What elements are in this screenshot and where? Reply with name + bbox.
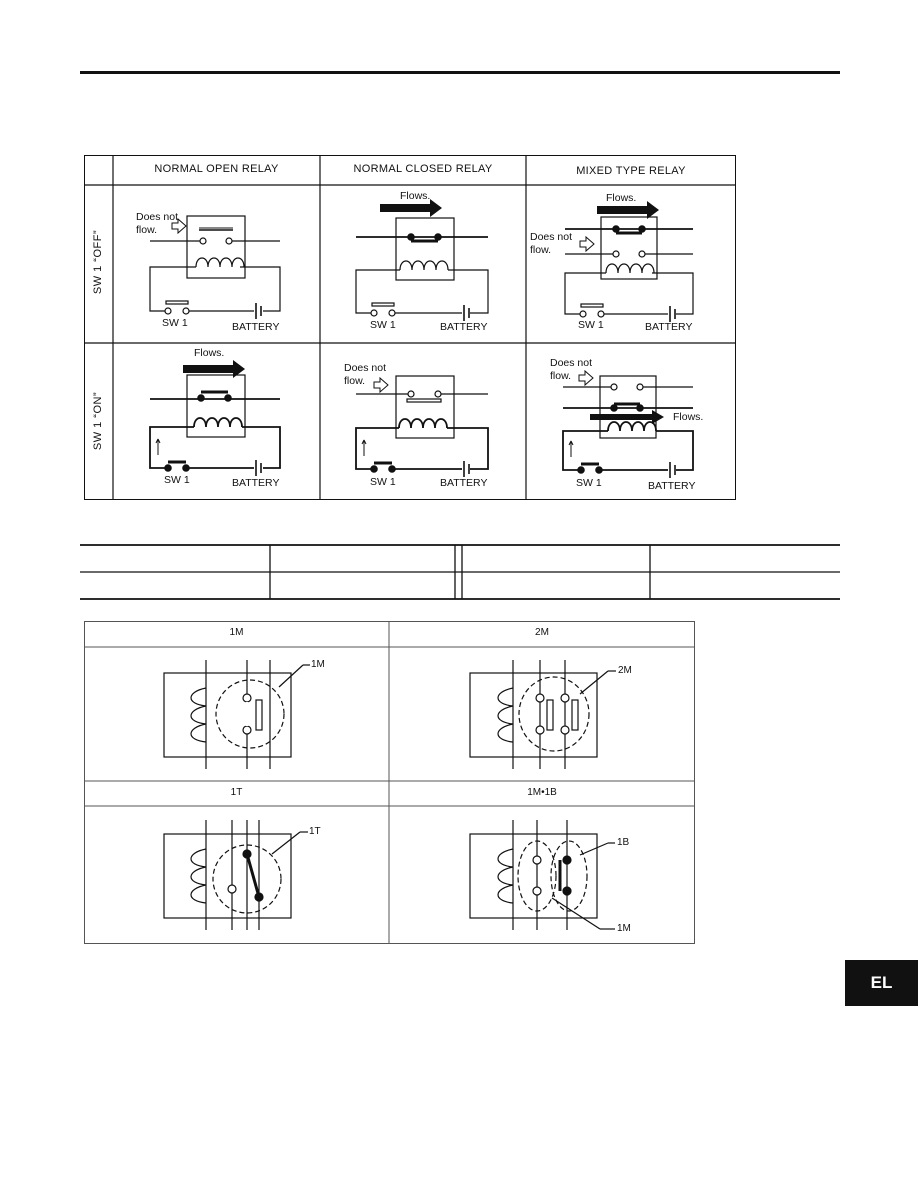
label-sw1: SW 1 (370, 476, 396, 488)
label-battery: BATTERY (648, 480, 696, 492)
callout-2m: 2M (618, 665, 632, 676)
label-flows: Flows. (606, 192, 637, 204)
label-flow: flow. (344, 375, 366, 387)
header-1m: 1M (229, 627, 244, 638)
label-sw1: SW 1 (162, 317, 188, 329)
label-battery: BATTERY (232, 321, 280, 333)
contact-type-table (84, 621, 695, 944)
label-flows: Flows. (400, 190, 431, 202)
label-does-not: Does not (530, 231, 573, 243)
blank-spec-table (80, 544, 840, 600)
label-flow: flow. (550, 370, 572, 382)
label-flows: Flows. (194, 347, 225, 359)
label-sw1: SW 1 (164, 474, 190, 486)
row-label-off: SW 1 “OFF” (92, 229, 104, 295)
header-normal-closed: NORMAL CLOSED RELAY (353, 163, 493, 175)
header-1t: 1T (230, 787, 243, 798)
row-label-on: SW 1 “ON” (92, 391, 104, 451)
contact-1m-1b (469, 820, 615, 930)
callout-1b: 1B (617, 837, 630, 848)
contact-2m (469, 660, 616, 769)
header-1m-1b: 1M•1B (527, 787, 557, 798)
nc-relay-on (355, 375, 489, 477)
label-sw1: SW 1 (370, 319, 396, 331)
label-sw1: SW 1 (576, 477, 602, 489)
callout-1t: 1T (309, 826, 321, 837)
top-rule (80, 71, 840, 74)
label-battery: BATTERY (232, 477, 280, 489)
label-flow: flow. (530, 244, 552, 256)
label-does-not: Does not (550, 357, 593, 369)
label-battery: BATTERY (440, 477, 488, 489)
header-2m: 2M (535, 627, 549, 638)
label-does-not: Does not (136, 211, 179, 223)
label-flow: flow. (136, 224, 158, 236)
label-battery: BATTERY (440, 321, 488, 333)
label-battery: BATTERY (645, 321, 693, 333)
nc-relay-off (355, 199, 489, 321)
callout-1m-lower: 1M (617, 923, 631, 934)
header-mixed-type: MIXED TYPE RELAY (576, 165, 686, 177)
no-relay-on (149, 360, 281, 476)
relay-operation-table (84, 155, 736, 500)
section-tab-el[interactable]: EL (845, 960, 918, 1006)
no-relay-off (149, 215, 281, 319)
label-flows: Flows. (673, 411, 704, 423)
header-normal-open: NORMAL OPEN RELAY (154, 163, 279, 175)
contact-1t (163, 820, 308, 930)
label-sw1: SW 1 (578, 319, 604, 331)
mixed-relay-off (564, 201, 694, 322)
callout-1m: 1M (311, 659, 325, 670)
contact-1m (163, 660, 310, 769)
mixed-relay-on (562, 369, 694, 478)
label-does-not: Does not (344, 362, 387, 374)
